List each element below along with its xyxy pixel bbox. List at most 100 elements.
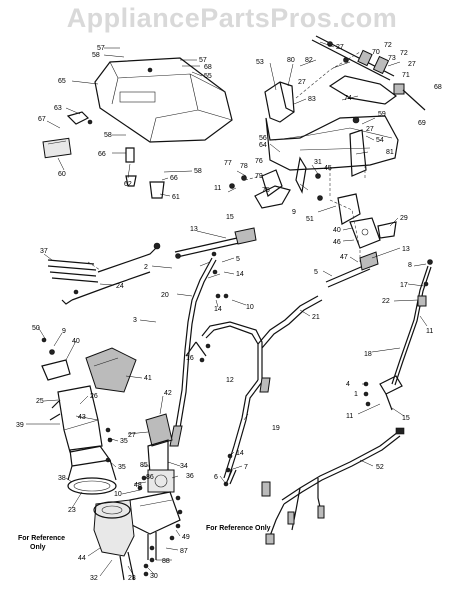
part-label: 59 — [378, 111, 386, 118]
part-label: 76 — [255, 158, 263, 165]
part-label: 21 — [312, 314, 320, 321]
part-label: 49 — [182, 534, 190, 541]
part-label: 34 — [180, 463, 188, 470]
part-label: 10 — [114, 491, 122, 498]
part-label: 9 — [292, 209, 296, 216]
part-label: 4 — [346, 381, 350, 388]
part-label: 27 — [408, 61, 416, 68]
handle-frame-drawing — [169, 251, 379, 487]
part-label: 65 — [58, 78, 66, 85]
part-label: 42 — [164, 390, 172, 397]
part-label: 54 — [376, 137, 384, 144]
part-label: 16 — [186, 355, 194, 362]
part-label: 1 — [354, 391, 358, 398]
reference-note-left-line2: Only — [30, 544, 46, 551]
part-label: 3 — [133, 317, 137, 324]
part-label: 60 — [58, 171, 66, 178]
part-label: 81 — [386, 149, 394, 156]
part-label: 27 — [298, 79, 306, 86]
part-label: 72 — [384, 42, 392, 49]
part-label: 40 — [72, 338, 80, 345]
part-label: 25 — [36, 398, 44, 405]
part-label: 37 — [40, 248, 48, 255]
part-label: 88 — [162, 558, 170, 565]
part-label: 19 — [272, 425, 280, 432]
frame-shaft-drawing — [264, 35, 426, 196]
part-label: 87 — [180, 548, 188, 555]
part-label: 78 — [240, 163, 248, 170]
part-label: 39 — [16, 422, 24, 429]
part-label: 66 — [170, 175, 178, 182]
part-label: 11 — [214, 185, 221, 192]
part-label: 31 — [314, 159, 322, 166]
part-label: 74 — [344, 95, 352, 102]
part-label: 47 — [340, 254, 348, 261]
part-label: 13 — [402, 246, 410, 253]
part-label: 67 — [38, 116, 46, 123]
part-label: 24 — [116, 283, 124, 290]
part-label: 50 — [32, 325, 40, 332]
upper-shaft-drawing — [174, 227, 257, 299]
part-label: 14 — [214, 306, 222, 313]
part-label: 70 — [372, 49, 380, 56]
part-label: 86 — [146, 474, 154, 481]
part-label: 75 — [262, 187, 270, 194]
part-label: 9 — [62, 328, 66, 335]
part-label: 36 — [186, 473, 194, 480]
part-label: 68 — [204, 64, 212, 71]
part-label: 35 — [120, 438, 128, 445]
part-label: 57 — [199, 57, 207, 64]
part-label: 10 — [246, 304, 254, 311]
key-light-parts — [42, 111, 165, 199]
cable-bundle-drawing — [47, 242, 161, 305]
part-label: 17 — [400, 282, 408, 289]
part-label: 71 — [402, 72, 410, 79]
part-label: 58 — [104, 132, 112, 139]
part-label: 62 — [124, 181, 132, 188]
part-label: 27 — [128, 432, 136, 439]
part-label: 23 — [68, 507, 76, 514]
reference-note-right: For Reference Only — [206, 525, 271, 532]
wiring-harness-drawing — [261, 427, 405, 545]
part-label: 29 — [400, 215, 408, 222]
part-labels: 57 58 57 68 55 65 63 67 60 58 66 62 58 6… — [16, 42, 442, 582]
part-label: 5 — [236, 256, 240, 263]
part-label: 58 — [92, 52, 100, 59]
part-label: 80 — [287, 57, 295, 64]
watermark-text: AppliancePartsPros.com — [66, 3, 398, 33]
part-label: 69 — [418, 120, 426, 127]
part-label: 57 — [97, 45, 105, 52]
part-label: 61 — [172, 194, 180, 201]
part-label: 38 — [58, 475, 66, 482]
part-label: 26 — [90, 393, 98, 400]
part-label: 22 — [382, 298, 390, 305]
reference-note-left-text: For Reference — [18, 535, 65, 542]
part-label: 83 — [308, 96, 316, 103]
part-label: 68 — [434, 84, 442, 91]
part-label: 2 — [144, 264, 148, 271]
part-label: 77 — [224, 160, 232, 167]
lever-brackets-drawing — [229, 156, 397, 262]
part-label: 27 — [336, 44, 344, 51]
part-label: 55 — [204, 73, 212, 80]
part-label: 58 — [194, 168, 202, 175]
part-label: 18 — [364, 351, 372, 358]
part-label: 52 — [376, 464, 384, 471]
part-label: 56 — [259, 135, 267, 142]
part-label: 43 — [78, 414, 86, 421]
part-label: 46 — [333, 239, 341, 246]
leader-lines — [26, 41, 428, 577]
part-label: 7 — [244, 464, 248, 471]
part-label: 15 — [226, 214, 234, 221]
part-label: 44 — [78, 555, 86, 562]
part-label: 14 — [236, 450, 244, 457]
part-label: 30 — [150, 573, 158, 580]
part-label: 12 — [226, 377, 234, 384]
gearbox-drawing — [93, 413, 183, 581]
part-label: 64 — [259, 142, 267, 149]
part-label: 72 — [400, 50, 408, 57]
part-label: 27 — [366, 126, 374, 133]
part-label: 66 — [98, 151, 106, 158]
part-label: 15 — [402, 415, 410, 422]
